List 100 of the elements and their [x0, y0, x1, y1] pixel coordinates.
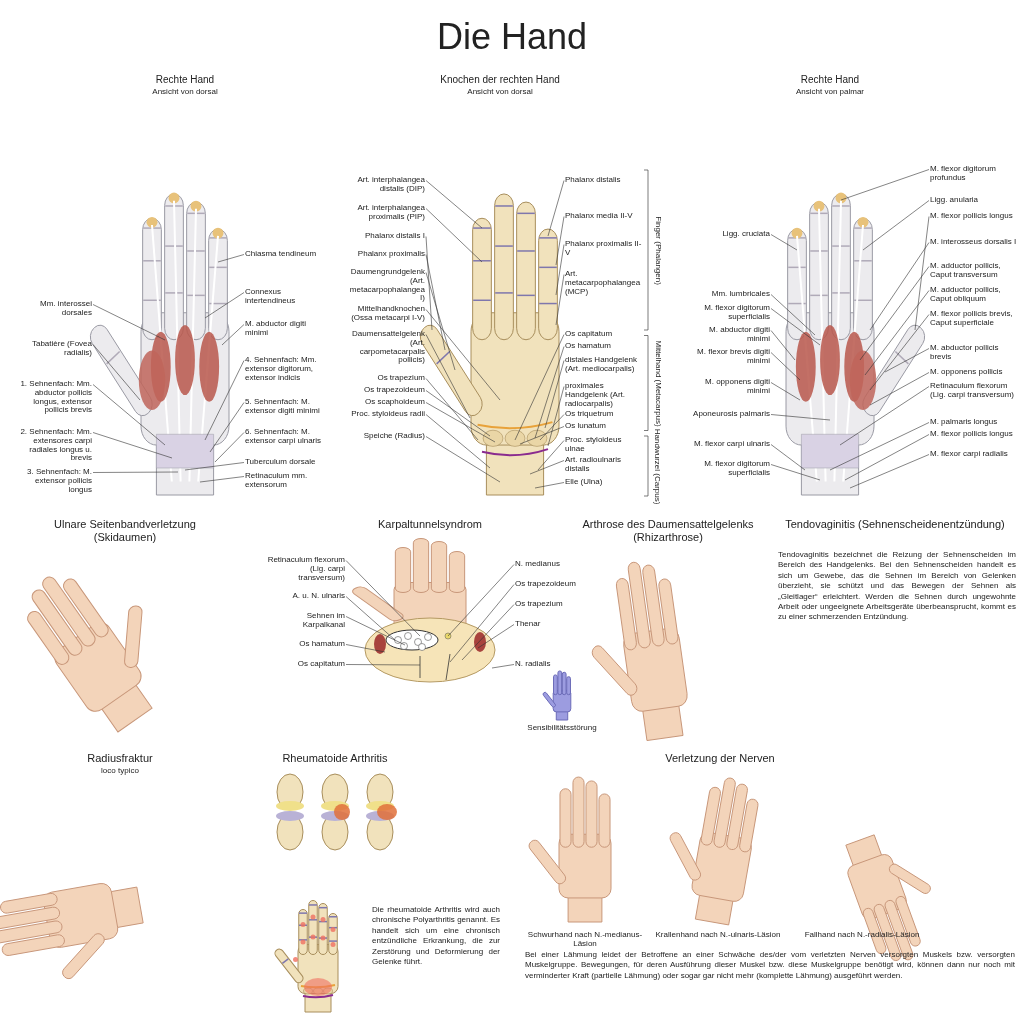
- leader-line: [519, 426, 565, 445]
- leader-line: [534, 346, 565, 439]
- callout-label: Os trapezium: [345, 374, 425, 383]
- leader-line: [770, 330, 796, 361]
- leader-line: [770, 308, 821, 346]
- leader-line: [547, 386, 565, 447]
- leader-line: [534, 482, 565, 489]
- callout-label: Sehnen im Karpalkanal: [265, 612, 345, 630]
- leader-line: [217, 254, 245, 263]
- region-label: Finger (Phalangen): [653, 215, 663, 285]
- callout-label: Os hamatum: [265, 640, 345, 649]
- leader-line: [425, 436, 501, 483]
- callout-label: Os capitatum: [565, 330, 643, 339]
- leader-line: [345, 616, 406, 646]
- callout-label: Phalanx proximalis II-V: [565, 240, 643, 258]
- heading: Radiusfraktur: [86, 752, 154, 765]
- callout-label: Mm. interossei dorsales: [10, 300, 92, 318]
- callout-label: Os hamatum: [565, 342, 643, 351]
- callout-label: 1. Sehnenfach: Mm. abductor pollicis longus, extensor pollicis brevis: [10, 380, 92, 416]
- leader-line: [770, 444, 806, 471]
- callout-label: proximales Handgelenk (Art. radiocarpalis): [565, 382, 643, 409]
- callout-label: 3. Sehnenfach: M. extensor pollicis longus: [10, 468, 92, 495]
- leader-line: [204, 360, 245, 441]
- callout-label: 4. Sehnenfach: Mm. extensor digitorum, extensor indicis: [245, 356, 330, 383]
- callout-label: M. flexor pollicis longus: [930, 430, 1020, 439]
- callout-label: M. flexor carpi radialis: [930, 450, 1020, 459]
- callout-label: Chiasma tendineum: [245, 250, 330, 259]
- callout-label: Art. interphalangea proximalis (PIP): [345, 204, 425, 222]
- leader-line: [425, 402, 496, 443]
- heading: Verletzung der Nerven: [664, 752, 776, 765]
- callout-label: M. flexor pollicis longus: [930, 212, 1020, 221]
- caption: Ansicht von dorsal: [466, 87, 534, 97]
- paragraph: Tendovaginitis bezeichnet die Reizung der Sehnenscheiden im Bereich des Handgelenks. Bei den Sehnenscheiden handelt es sich um Gewebe, das die Sehnen im Bereich von Gelenken überzieht, sie schützt und das Bewegen der Sehnen als „Gleitlager“ erleichtert. Werden die Sehnen durch ungewohnte Arbeit oder ungeeignete Arbeitsgeräte überbeansprucht, kommt es zu einer schmerzenden Entzündung.: [778, 550, 1016, 623]
- leader-line: [829, 422, 930, 471]
- callout-label: Art. radioulnaris distalis: [565, 456, 643, 474]
- callout-label: N. radialis: [515, 660, 595, 669]
- leader-line: [914, 216, 930, 331]
- leader-line: [92, 471, 179, 473]
- callout-label: M. flexor carpi ulnaris: [688, 440, 770, 449]
- callout-label: M. flexor digitorum profundus: [930, 165, 1020, 183]
- leader-line: [92, 344, 141, 401]
- leader-line: [345, 596, 396, 641]
- leader-line: [184, 462, 245, 471]
- caption: Sensibilitätsstörung: [526, 723, 598, 733]
- leader-line: [555, 244, 565, 296]
- callout-label: M. abductor pollicis brevis: [930, 344, 1020, 362]
- caption: Fallhand nach N.-radialis-Läsion: [803, 930, 921, 940]
- leader-line: [514, 334, 565, 441]
- callout-label: 2. Sehnenfach: Mm. extensores carpi radiales longus u. brevis: [10, 428, 92, 464]
- callout-label: distales Handgelenk (Art. mediocarpalis): [565, 356, 643, 374]
- callout-label: M. flexor digitorum superficialis: [688, 304, 770, 322]
- callout-label: Os trapezium: [515, 600, 595, 609]
- callout-label: Os triquetrum: [565, 410, 643, 419]
- paragraph: Die rheumatoide Arthritis wird auch chronische Polyarthritis genannt. Es handelt sich um eine chronisch entzündliche Erkrankung, die zur Zerstörung und Deformierung der Gelenke führt.: [372, 905, 500, 968]
- callout-label: Tabatière (Fovea radialis): [10, 340, 92, 358]
- leader-line: [869, 242, 930, 331]
- callout-label: Os scaphoideum: [345, 398, 425, 407]
- leader-line: [425, 378, 479, 441]
- heading: Ulnare Seitenbandverletzung (Skidaumen): [53, 518, 197, 544]
- leader-line: [849, 454, 930, 489]
- callout-label: Daumengrundgelenk (Art. metacarpophalangea I): [345, 268, 425, 304]
- leader-line: [425, 414, 491, 469]
- leader-line: [884, 348, 930, 373]
- heading: Rechte Hand: [154, 74, 216, 86]
- leader-line: [209, 402, 245, 453]
- callout-label: Thenar: [515, 620, 595, 629]
- callout-label: Retinaculum flexorum (Lig. carpi transversum): [265, 556, 345, 583]
- leader-line: [425, 272, 456, 371]
- callout-label: Ligg. anularia: [930, 196, 1020, 205]
- callout-label: Daumensattelgelenk (Art. carpometacarpalis pollicis): [345, 330, 425, 366]
- leader-line: [844, 434, 930, 481]
- leader-line: [547, 180, 565, 237]
- caption: Krallenhand nach N.-ulnaris-Läsion: [654, 930, 782, 940]
- leader-line: [544, 360, 565, 429]
- callout-label: Os trapezoideum: [515, 580, 595, 589]
- leader-line: [461, 604, 515, 661]
- leader-line: [869, 314, 930, 391]
- callout-label: M. abductor digiti minimi: [688, 326, 770, 344]
- callout-label: M. flexor digitorum superficialis: [688, 460, 770, 478]
- callout-label: Art. interphalangea distalis (DIP): [345, 176, 425, 194]
- leader-line: [491, 664, 515, 669]
- leader-line: [864, 290, 930, 376]
- callout-label: M. flexor brevis digiti minimi: [688, 348, 770, 366]
- leader-line: [539, 414, 565, 441]
- callout-label: Os lunatum: [565, 422, 643, 431]
- paragraph: Bei einer Lähmung leidet der Betroffene an einer Schwäche des/der vom verletzten Nerven versorgten Muskels bzw. versorgten Muskelgruppe. Bewegungen, für deren Ausführung dieser Muskel bzw. diese Muskelgruppe benötigt wird, können dann nur noch mit verminderter Kraft (partielle Lähmung) oder sogar gar nicht mehr (komplette Lähmung) ausgeführt werden.: [525, 950, 1015, 982]
- callout-label: Ligg. cruciata: [688, 230, 770, 239]
- callout-label: M. opponens digiti minimi: [688, 378, 770, 396]
- leader-line: [770, 464, 821, 481]
- callout-label: Tuberculum dorsale: [245, 458, 330, 467]
- leader-line: [425, 309, 501, 401]
- callout-label: 6. Sehnenfach: M. extensor carpi ulnaris: [245, 428, 330, 446]
- callout-label: Retinaculum flexorum (Lig. carpi transversum): [930, 382, 1020, 400]
- callout-label: Phalanx distalis I: [345, 232, 425, 241]
- callout-label: Proc. styloideus ulnae: [565, 436, 643, 454]
- leader-line: [92, 304, 166, 341]
- callout-label: M. flexor pollicis brevis, Caput superficiale: [930, 310, 1020, 328]
- callout-label: M. opponens pollicis: [930, 368, 1020, 377]
- caption: Ansicht von dorsal: [151, 87, 219, 97]
- callout-label: M. palmaris longus: [930, 418, 1020, 427]
